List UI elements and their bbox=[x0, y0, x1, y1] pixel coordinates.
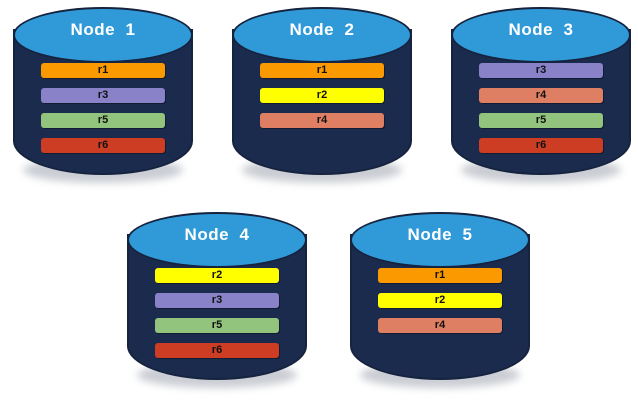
shard-label: r3 bbox=[97, 89, 109, 101]
cylinder-top-disc bbox=[13, 7, 193, 63]
shard-label: r6 bbox=[211, 344, 223, 356]
shard-bar-r5[interactable]: r5 bbox=[41, 113, 165, 128]
shard-label: r2 bbox=[316, 89, 328, 101]
shard-bar-r6[interactable]: r6 bbox=[479, 138, 603, 153]
shard-bar-r5[interactable]: r5 bbox=[479, 113, 603, 128]
shard-label: r4 bbox=[316, 114, 328, 126]
shard-list: r1 r2 r4 bbox=[378, 268, 502, 343]
cylinder-top-disc bbox=[127, 212, 307, 268]
node-label: Node 1 bbox=[70, 20, 136, 39]
shard-list: r1 r3 r5 r6 bbox=[41, 63, 165, 163]
shard-label: r4 bbox=[535, 89, 547, 101]
shard-bar-r4[interactable]: r4 bbox=[378, 318, 502, 333]
database-node-3[interactable]: Node 3 r3 r4 r5 r6 bbox=[451, 7, 631, 185]
shard-bar-r6[interactable]: r6 bbox=[41, 138, 165, 153]
node-label: Node 3 bbox=[508, 20, 574, 39]
cylinder-top-disc bbox=[232, 7, 412, 63]
shard-label: r1 bbox=[434, 269, 446, 281]
shard-bar-r2[interactable]: r2 bbox=[260, 88, 384, 103]
shard-bar-r3[interactable]: r3 bbox=[479, 63, 603, 78]
shard-bar-r1[interactable]: r1 bbox=[260, 63, 384, 78]
shard-label: r2 bbox=[211, 269, 223, 281]
shard-label: r5 bbox=[211, 319, 223, 331]
node-label: Node 5 bbox=[407, 225, 473, 244]
shard-bar-r1[interactable]: r1 bbox=[378, 268, 502, 283]
shard-bar-r2[interactable]: r2 bbox=[378, 293, 502, 308]
node-label: Node 4 bbox=[184, 225, 250, 244]
shard-bar-r3[interactable]: r3 bbox=[41, 88, 165, 103]
shard-bar-r4[interactable]: r4 bbox=[260, 113, 384, 128]
cylinder-top-disc bbox=[451, 7, 631, 63]
shard-label: r5 bbox=[97, 114, 109, 126]
cylinder-top-disc bbox=[350, 212, 530, 268]
shard-bar-r6[interactable]: r6 bbox=[155, 343, 279, 358]
node-label: Node 2 bbox=[289, 20, 355, 39]
database-node-5[interactable]: Node 5 r1 r2 r4 bbox=[350, 212, 530, 390]
database-node-2[interactable]: Node 2 r1 r2 r4 bbox=[232, 7, 412, 185]
shard-label: r6 bbox=[535, 139, 547, 151]
shard-label: r5 bbox=[535, 114, 547, 126]
shard-bar-r2[interactable]: r2 bbox=[155, 268, 279, 283]
shard-label: r4 bbox=[434, 319, 446, 331]
shard-list: r2 r3 r5 r6 bbox=[155, 268, 279, 368]
shard-label: r6 bbox=[97, 139, 109, 151]
shard-bar-r1[interactable]: r1 bbox=[41, 63, 165, 78]
database-node-1[interactable]: Node 1 r1 r3 r5 r6 bbox=[13, 7, 193, 185]
shard-label: r2 bbox=[434, 294, 446, 306]
shard-label: r1 bbox=[97, 64, 109, 76]
shard-bar-r5[interactable]: r5 bbox=[155, 318, 279, 333]
shard-bar-r3[interactable]: r3 bbox=[155, 293, 279, 308]
shard-list: r3 r4 r5 r6 bbox=[479, 63, 603, 163]
shard-label: r3 bbox=[211, 294, 223, 306]
shard-list: r1 r2 r4 bbox=[260, 63, 384, 138]
database-node-4[interactable]: Node 4 r2 r3 r5 r6 bbox=[127, 212, 307, 390]
shard-bar-r4[interactable]: r4 bbox=[479, 88, 603, 103]
shard-label: r1 bbox=[316, 64, 328, 76]
shard-label: r3 bbox=[535, 64, 547, 76]
